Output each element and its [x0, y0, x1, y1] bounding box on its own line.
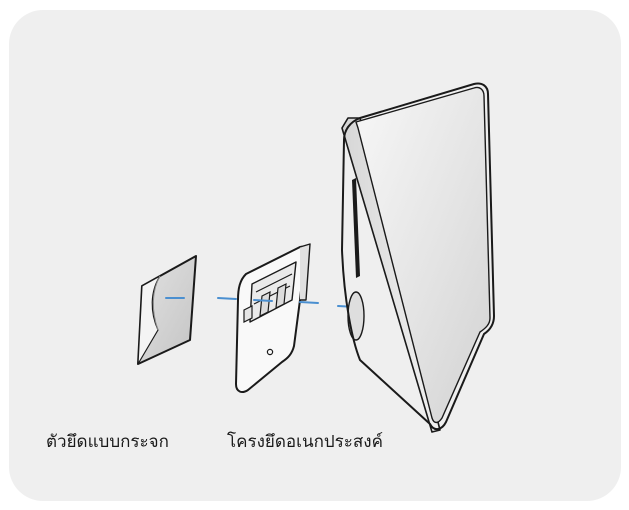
adhesive-pad	[138, 256, 196, 364]
tablet-device	[342, 83, 494, 432]
multi-purpose-bracket	[236, 244, 310, 392]
adhesive-pad-caption: ตัวยึดแบบกระจก	[46, 428, 169, 455]
bracket-caption: โครงยึดอเนกประสงค์	[227, 428, 383, 455]
